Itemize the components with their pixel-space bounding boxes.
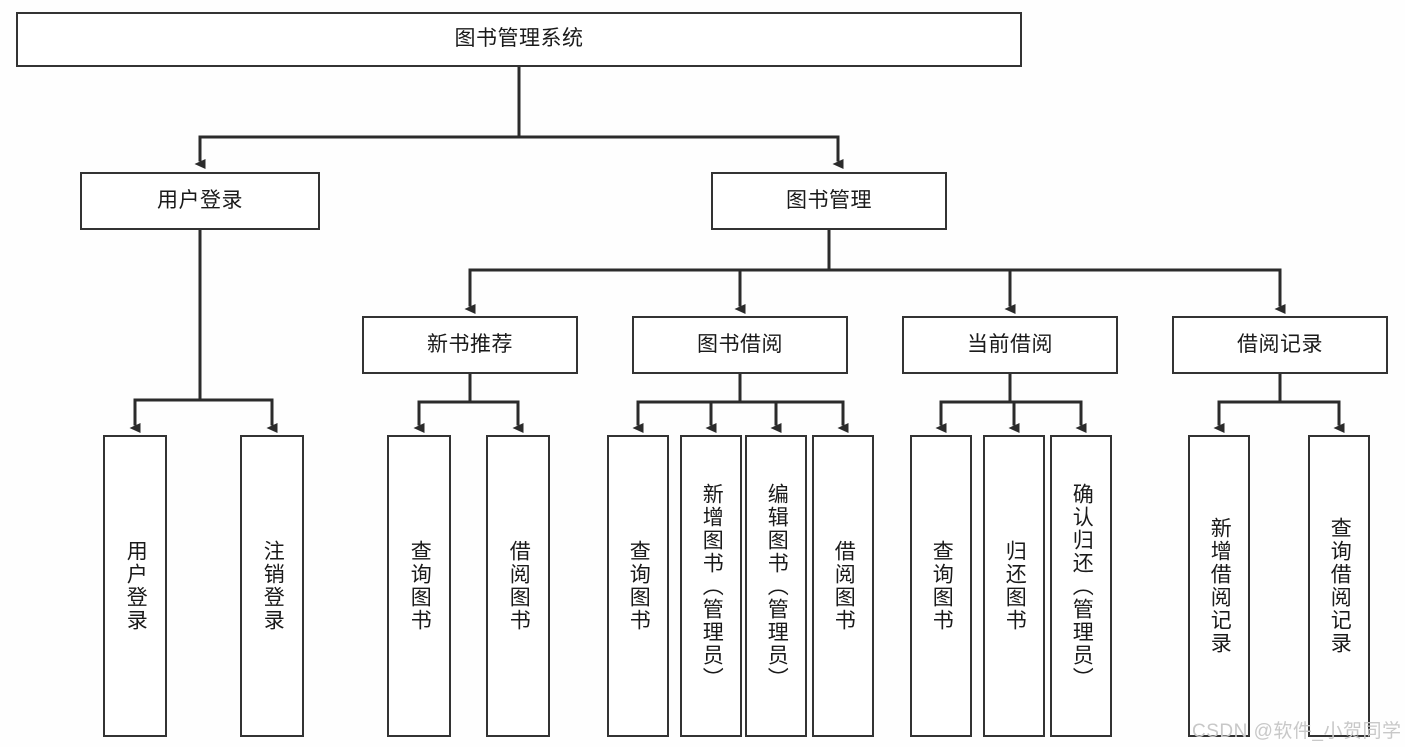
- node-book-manage-label: 图书管理: [786, 188, 872, 212]
- node-leaf-borrow-book-1-label: 借阅图书: [507, 540, 531, 632]
- node-leaf-logout[interactable]: 注销登录: [240, 435, 304, 737]
- node-book-manage[interactable]: 图书管理: [711, 172, 947, 230]
- node-leaf-add-borrow-record-label: 新增借阅记录: [1208, 517, 1232, 655]
- node-new-book-recommend-label: 新书推荐: [427, 332, 513, 356]
- node-leaf-query-book-2-label: 查询图书: [627, 540, 651, 632]
- node-leaf-query-book-3[interactable]: 查询图书: [910, 435, 972, 737]
- node-leaf-edit-book[interactable]: 编辑图书（管理员）: [745, 435, 807, 737]
- node-book-borrow-label: 图书借阅: [697, 332, 783, 356]
- node-leaf-user-login[interactable]: 用户登录: [103, 435, 167, 737]
- node-borrow-record-label: 借阅记录: [1237, 332, 1323, 356]
- watermark: CSDN @软件_小贺同学: [1192, 721, 1402, 742]
- node-leaf-query-book-3-label: 查询图书: [930, 540, 954, 632]
- node-new-book-recommend[interactable]: 新书推荐: [362, 316, 578, 374]
- node-book-borrow[interactable]: 图书借阅: [632, 316, 848, 374]
- node-leaf-confirm-return-label: 确认归还（管理员）: [1070, 482, 1094, 690]
- node-root[interactable]: 图书管理系统: [16, 12, 1022, 67]
- node-current-borrow-label: 当前借阅: [967, 332, 1053, 356]
- node-leaf-edit-book-label: 编辑图书（管理员）: [765, 482, 789, 690]
- node-leaf-return-book[interactable]: 归还图书: [983, 435, 1045, 737]
- node-leaf-query-borrow-record-label: 查询借阅记录: [1328, 517, 1352, 655]
- node-user-login[interactable]: 用户登录: [80, 172, 320, 230]
- node-leaf-query-book-1[interactable]: 查询图书: [387, 435, 451, 737]
- node-leaf-borrow-book-2[interactable]: 借阅图书: [812, 435, 874, 737]
- node-root-label: 图书管理系统: [454, 27, 584, 51]
- node-leaf-borrow-book-2-label: 借阅图书: [832, 540, 856, 632]
- node-leaf-add-book[interactable]: 新增图书（管理员）: [680, 435, 742, 737]
- node-leaf-user-login-label: 用户登录: [124, 540, 148, 632]
- node-leaf-query-book-1-label: 查询图书: [408, 540, 432, 632]
- node-leaf-add-book-label: 新增图书（管理员）: [700, 482, 724, 690]
- node-leaf-query-borrow-record[interactable]: 查询借阅记录: [1308, 435, 1370, 737]
- node-leaf-query-book-2[interactable]: 查询图书: [607, 435, 669, 737]
- node-leaf-add-borrow-record[interactable]: 新增借阅记录: [1188, 435, 1250, 737]
- node-user-login-label: 用户登录: [157, 188, 243, 212]
- node-leaf-logout-label: 注销登录: [261, 540, 285, 632]
- node-leaf-borrow-book-1[interactable]: 借阅图书: [486, 435, 550, 737]
- node-borrow-record[interactable]: 借阅记录: [1172, 316, 1388, 374]
- node-leaf-return-book-label: 归还图书: [1003, 540, 1027, 632]
- node-leaf-confirm-return[interactable]: 确认归还（管理员）: [1050, 435, 1112, 737]
- node-current-borrow[interactable]: 当前借阅: [902, 316, 1118, 374]
